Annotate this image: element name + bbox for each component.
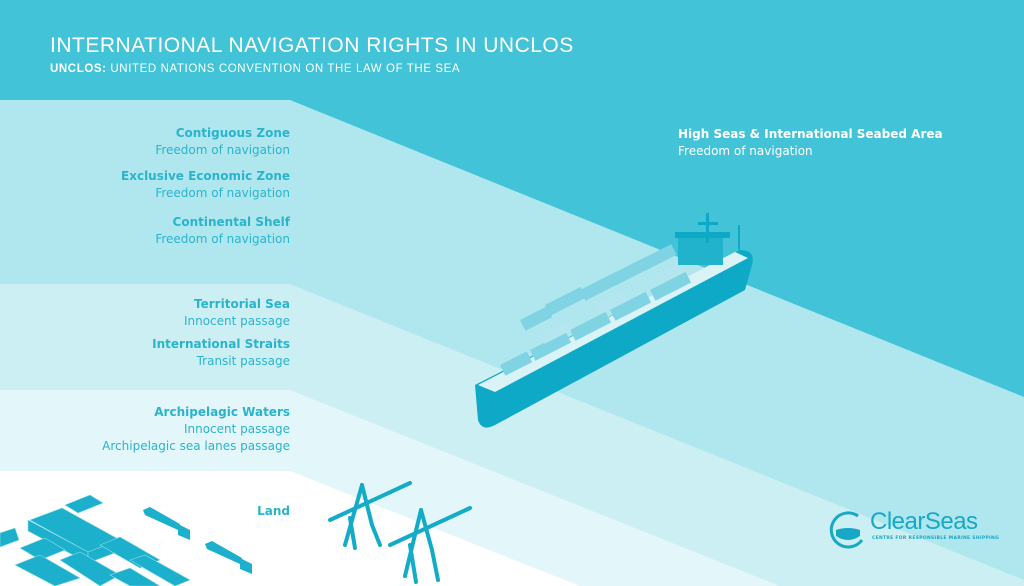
zone-name: Territorial Sea bbox=[194, 297, 290, 311]
zone-right: Innocent passage bbox=[183, 314, 290, 328]
zone-name: Exclusive Economic Zone bbox=[121, 169, 290, 183]
zone-name: International Straits bbox=[152, 337, 290, 351]
zone-land: Land bbox=[257, 503, 290, 520]
zone-name: Contiguous Zone bbox=[175, 126, 290, 140]
zone-name: High Seas & International Seabed Area bbox=[678, 127, 943, 141]
trucks-illustration bbox=[143, 507, 252, 574]
logo-tagline: CENTRE FOR RESPONSIBLE MARINE SHIPPING bbox=[872, 536, 1000, 541]
zone-archipelagic-waters: Archipelagic Waters Innocent passage Arc… bbox=[102, 404, 290, 455]
zone-continental-shelf: Continental Shelf Freedom of navigation bbox=[155, 214, 290, 248]
gantry-cranes-illustration bbox=[328, 481, 472, 584]
subtitle-text: UNITED NATIONS CONVENTION ON THE LAW OF … bbox=[110, 63, 461, 75]
zone-contiguous: Contiguous Zone Freedom of navigation bbox=[155, 125, 290, 159]
page-title: INTERNATIONAL NAVIGATION RIGHTS IN UNCLO… bbox=[50, 34, 574, 57]
zone-right: Innocent passage bbox=[183, 422, 290, 436]
zone-right: Freedom of navigation bbox=[155, 186, 290, 200]
zone-right: Freedom of navigation bbox=[155, 143, 290, 157]
zone-name: Land bbox=[257, 504, 290, 518]
page-subtitle: UNCLOS: UNITED NATIONS CONVENTION ON THE… bbox=[50, 63, 460, 75]
zone-name: Continental Shelf bbox=[172, 215, 290, 229]
zone-eez: Exclusive Economic Zone Freedom of navig… bbox=[121, 168, 290, 202]
zone-name: Archipelagic Waters bbox=[154, 405, 290, 419]
container-ship-illustration bbox=[475, 213, 753, 428]
clearseas-logo-icon bbox=[829, 511, 864, 549]
zone-international-straits: International Straits Transit passage bbox=[152, 336, 290, 370]
zone-right: Transit passage bbox=[196, 354, 290, 368]
zone-right: Freedom of navigation bbox=[155, 232, 290, 246]
zone-territorial-sea: Territorial Sea Innocent passage bbox=[184, 296, 290, 330]
zone-right: Archipelagic sea lanes passage bbox=[102, 439, 290, 453]
subtitle-abbreviation: UNCLOS: bbox=[50, 63, 107, 75]
zone-right: Freedom of navigation bbox=[678, 144, 813, 158]
logo-name: ClearSeas bbox=[870, 508, 978, 535]
zone-high-seas: High Seas & International Seabed Area Fr… bbox=[678, 126, 943, 160]
shipping-containers-illustration bbox=[0, 494, 191, 586]
